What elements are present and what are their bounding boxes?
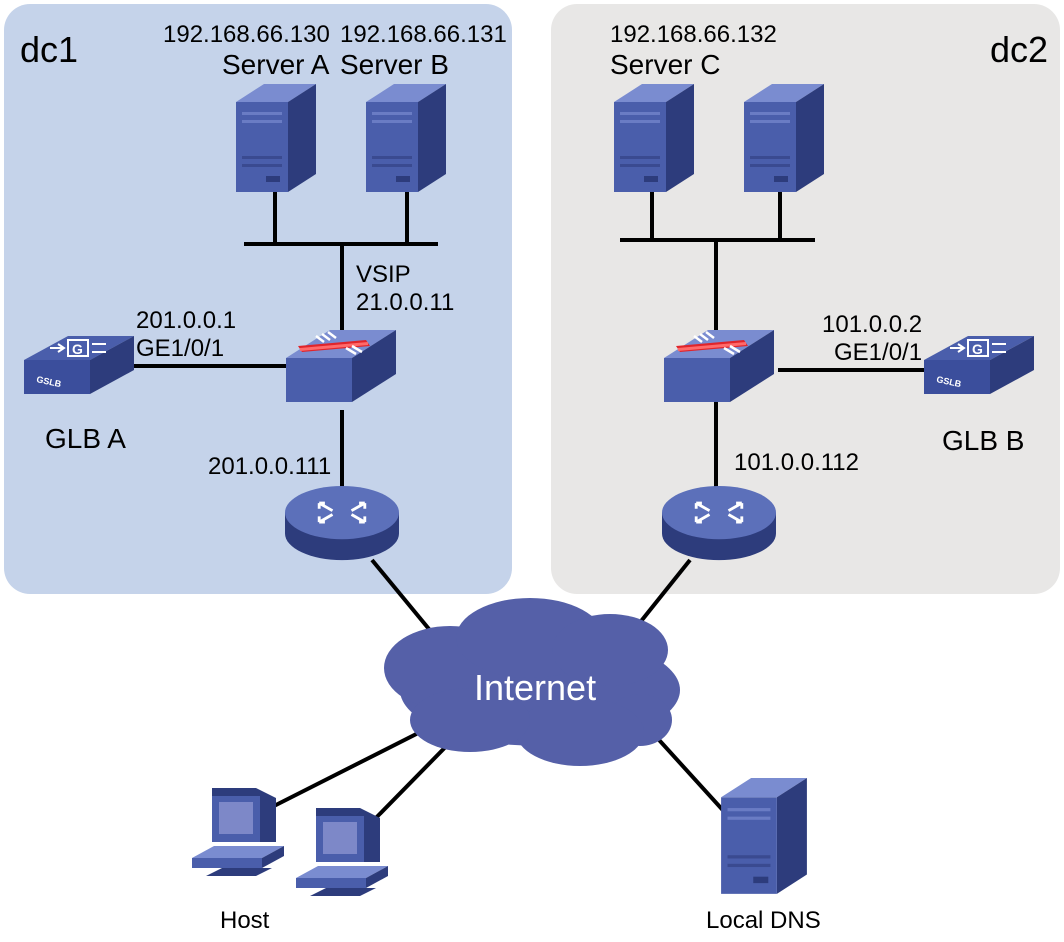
- server-c-name: Server C: [610, 49, 720, 80]
- vsip-ip: 21.0.0.11: [356, 289, 454, 316]
- vsip-label: VSIP: [356, 261, 411, 288]
- cloud-icon: [384, 598, 680, 766]
- dc1-label: dc1: [20, 29, 78, 70]
- router-icon: [662, 486, 776, 562]
- glb-b-port: GE1/0/1: [834, 339, 922, 366]
- server-a-ip: 192.168.66.130: [163, 21, 330, 48]
- link-dc1-internet: [370, 558, 440, 642]
- server-icon: [236, 84, 316, 192]
- server-icon: [614, 84, 694, 192]
- glb-a-name: GLB A: [45, 423, 126, 454]
- server-icon: [366, 84, 446, 192]
- glb-b-ip: 101.0.0.2: [822, 311, 922, 338]
- server-icon: [744, 84, 824, 192]
- dc2-label: dc2: [990, 29, 1048, 70]
- link-dns-internet: [648, 728, 732, 820]
- internet-label: Internet: [474, 667, 596, 708]
- pc-icon: [192, 788, 284, 876]
- link-host1-internet: [269, 720, 441, 810]
- server-a-name: Server A: [222, 49, 330, 80]
- links: [130, 190, 930, 830]
- glb-a-ip: 201.0.0.1: [136, 307, 236, 334]
- dc2-router-ip: 101.0.0.112: [734, 449, 859, 476]
- pc-icon: [296, 808, 388, 896]
- glb-b-name: GLB B: [942, 425, 1024, 456]
- dc1-router-ip: 201.0.0.111: [208, 453, 331, 480]
- server-b-name: Server B: [340, 49, 449, 80]
- dns-label: Local DNS: [706, 907, 821, 934]
- glb-a-port: GE1/0/1: [136, 335, 224, 362]
- router-icon: [285, 486, 399, 562]
- server-c-ip: 192.168.66.132: [610, 21, 777, 48]
- host-label: Host: [220, 907, 270, 934]
- server-b-ip: 192.168.66.131: [340, 21, 507, 48]
- server-icon: [721, 778, 807, 894]
